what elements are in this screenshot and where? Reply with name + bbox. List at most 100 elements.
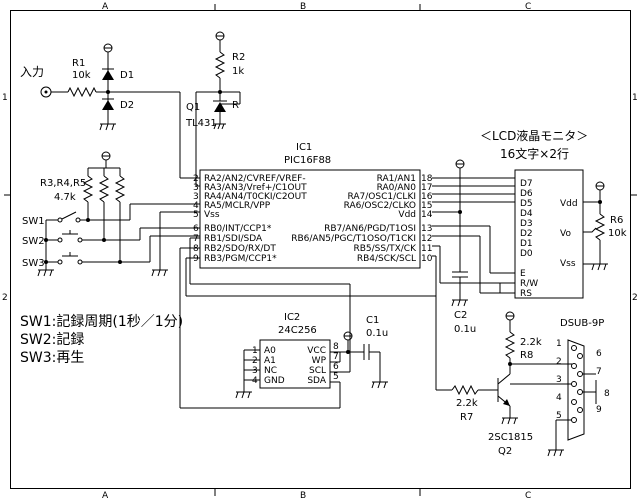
ic2-pin-num: 6: [333, 362, 339, 372]
ic1-pin-num: 4: [193, 201, 199, 211]
ic1-pin-num: 16: [421, 192, 433, 202]
lcd-pin: Vo: [560, 229, 571, 239]
switch-section: R3,R4,R5 4.7k SW1 SW2: [22, 151, 200, 277]
lcd-pin: D2: [520, 229, 533, 239]
ic1-pin-name: RA1/AN1: [377, 174, 416, 184]
ic1-pin-name: RB7/AN6/PGD/T1OSI: [324, 224, 416, 234]
sw2-label: SW2: [22, 236, 45, 247]
q1-part: TL431: [185, 118, 217, 129]
ic1-part: PIC16F88: [284, 155, 331, 166]
c1-ref: C1: [366, 315, 379, 326]
ic1-pic16f88: IC1 PIC16F88 2 RA2/AN2/CVREF/VREF- 3 RA3…: [151, 142, 433, 277]
dsub-pin: 1: [556, 339, 562, 349]
ic1-pin-name: RA4/AN4/T0CKI/C2OUT: [204, 192, 307, 202]
ic1-pin-name: RA6/OSC2/CLKO: [344, 201, 416, 211]
ic1-pin-name: Vss: [204, 210, 220, 220]
frame-row-1-right: 1: [632, 93, 638, 103]
lcd-pin: Vss: [560, 259, 576, 269]
q1-ref: Q1: [186, 102, 200, 113]
ic1-pin-num: 15: [421, 201, 432, 211]
c2-ref: C2: [454, 310, 467, 321]
c1-value: 0.1u: [366, 328, 388, 339]
ic2-pin-num: 7: [333, 352, 339, 362]
dsub-pin: 3: [556, 375, 562, 385]
ic1-pin-num: 10: [421, 254, 433, 264]
note-sw2: SW2:記録: [20, 331, 84, 348]
note-sw1: SW1:記録周期(1秒／1分): [20, 313, 183, 330]
dsub-pin: 6: [596, 349, 602, 359]
ic1-pin-name: Vdd: [398, 210, 416, 220]
ic1-pin-num: 2: [193, 174, 199, 184]
dsub-ref: DSUB-9P: [560, 318, 604, 329]
d2-ref: D2: [120, 100, 134, 111]
sw3-label: SW3: [22, 258, 45, 269]
ic2-pin-num: 1: [252, 346, 258, 356]
frame-col-a-top: A: [102, 2, 109, 12]
lcd-pin: D4: [520, 209, 533, 219]
ic2-pin-name: A0: [264, 346, 276, 356]
dsub-pin: 9: [596, 405, 602, 415]
ic1-pin-num: 9: [193, 254, 199, 264]
reference-section: R2 1k Q1 R TL431: [185, 31, 245, 187]
r345-value: 4.7k: [54, 192, 76, 203]
r345-ref: R3,R4,R5: [40, 178, 86, 189]
ic1-pin-num: 13: [421, 224, 432, 234]
ic1-pin-name: RA7/OSC1/CLKI: [348, 192, 417, 202]
frame-row-2-left: 2: [2, 293, 8, 303]
ic1-pin-name: RB4/SCK/SCL: [357, 254, 416, 264]
lcd-pin: D7: [520, 179, 533, 189]
ic1-pin-name: RB3/PGM/CCP1*: [204, 254, 277, 264]
ic1-pin-name: RA5/MCLR/VPP: [204, 201, 271, 211]
ic1-pin-num: 8: [193, 244, 199, 254]
switch-notes: SW1:記録周期(1秒／1分) SW2:記録 SW3:再生: [20, 313, 183, 366]
frame-row-1-left: 1: [2, 93, 8, 103]
dsub-pin: 8: [604, 389, 610, 399]
ic2-body: [259, 339, 331, 389]
lcd-pin: Vdd: [560, 199, 578, 209]
ic2-pin-num: 8: [333, 342, 339, 352]
ic2-pin-name: A1: [264, 356, 276, 366]
q1-pin-r: R: [232, 100, 239, 111]
ic1-pin-num: 11: [421, 244, 432, 254]
r5-resistor-symbol: [114, 175, 126, 203]
lcd-bus-wires: C2 0.1u: [432, 159, 515, 391]
lcd-pin: D0: [520, 249, 533, 259]
lcd-pin: E: [520, 269, 526, 279]
ic1-pin-name: RB5/SS/TX/CK: [353, 244, 417, 254]
ic1-pin-num: 3: [193, 192, 199, 202]
r8-resistor-symbol: [504, 331, 516, 359]
r7-ref: R7: [460, 412, 473, 423]
ic1-pin-num: 12: [421, 234, 432, 244]
dsub-pin: 2: [556, 357, 562, 367]
r8-value: 2.2k: [520, 337, 542, 348]
lcd-pin: R/W: [520, 279, 538, 289]
d2-diode-symbol: [102, 100, 114, 110]
r2-value: 1k: [232, 66, 244, 77]
d1-ref: D1: [120, 70, 134, 81]
lcd-pin: D3: [520, 219, 533, 229]
ic1-pin-name: RA3/AN3/Vref+/C1OUT: [204, 183, 307, 193]
ic1-pin-name: RB0/INT/CCP1*: [204, 224, 272, 234]
ic2-pin-name: VCC: [307, 346, 326, 356]
dsub-pin: 5: [556, 411, 562, 421]
dsub-pin: 7: [596, 367, 602, 377]
lcd-pin: RS: [520, 289, 532, 299]
ic2-pin-name: NC: [264, 366, 277, 376]
ic1-pin-num: 5: [193, 210, 199, 220]
ic1-pin-name: RB6/AN5/PGC/T1OSO/T1CKI: [291, 234, 416, 244]
ic2-24c256: IC2 24C256 A0 A1 NC GND VCC WP SCL SDA 1…: [179, 237, 436, 409]
frame-col-a-bottom: A: [102, 491, 109, 500]
r1-resistor-symbol: [67, 86, 97, 98]
frame-col-c-bottom: C: [525, 491, 531, 500]
r4-resistor-symbol: [98, 175, 110, 203]
sw1-switch-symbol: [61, 211, 77, 220]
ic2-pin-num: 5: [333, 372, 339, 382]
r8-ref: R8: [520, 350, 533, 361]
input-label: 入力: [20, 65, 44, 79]
ic2-pin-num: 4: [252, 376, 258, 386]
r7-resistor-symbol: [451, 384, 479, 396]
transistor-section: 2.2k R7 2SC1815 Q2 2.2k R8: [451, 311, 564, 457]
lcd-module: ＜LCD液晶モニタ＞ 16文字×2行 D7 D6 D5 D4 D3 D2 D1 …: [480, 128, 627, 299]
ic2-part: 24C256: [278, 325, 317, 336]
